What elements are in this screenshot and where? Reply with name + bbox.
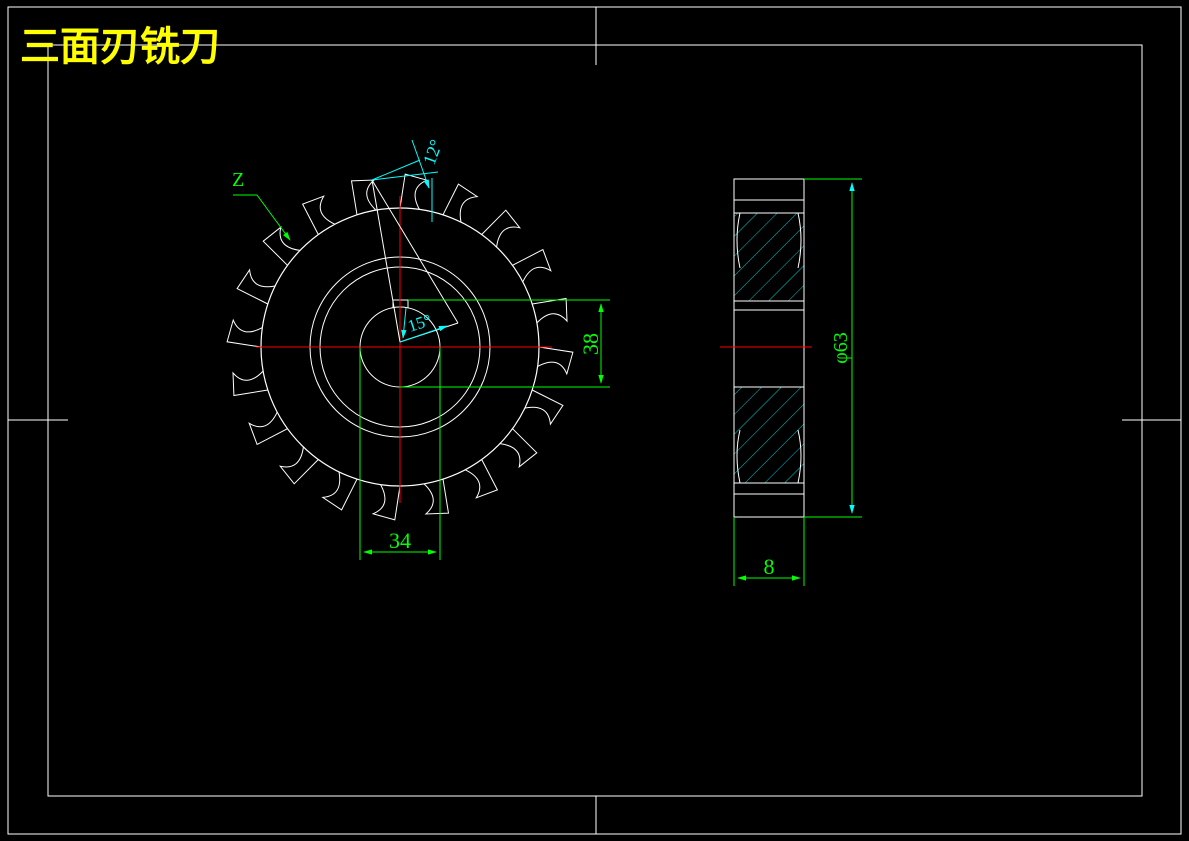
cutter-tooth <box>464 459 499 499</box>
cutter-tooth <box>301 195 336 235</box>
dim-34 <box>359 347 441 560</box>
rake-face-line-left <box>371 179 401 343</box>
cutter-tooth <box>423 479 450 515</box>
front-view: 12° 15° Z 38 34 <box>226 137 610 560</box>
side-groove-2 <box>797 212 802 269</box>
dim-8 <box>733 517 805 586</box>
side-outline <box>733 178 805 518</box>
z-leader-line <box>256 194 291 241</box>
side-view: φ63 8 <box>720 178 862 586</box>
rake-angle-leader <box>371 159 421 181</box>
side-outline-rect <box>733 178 805 518</box>
cutter-tooth <box>236 268 276 305</box>
cutter-tooth <box>524 389 564 426</box>
cutter-tooth <box>532 297 568 324</box>
cutter-tooth <box>350 179 377 215</box>
cutter-tooth <box>499 428 538 469</box>
cutter-tooth <box>442 183 479 223</box>
side-groove-1 <box>736 212 741 269</box>
cutter-tooth <box>226 318 263 348</box>
inner-border <box>47 44 1143 797</box>
section-hatch-upper <box>734 213 804 301</box>
center-angle-arrow <box>399 325 448 343</box>
dim-8-label: 8 <box>764 554 775 579</box>
dim-38 <box>400 299 610 388</box>
sheet-frame <box>7 6 1182 835</box>
cutter-tooth <box>278 446 319 485</box>
cutter-tooth <box>537 346 574 376</box>
side-groove-3 <box>736 429 741 484</box>
rake-angle-arc <box>411 139 430 189</box>
dim-63-label: φ63 <box>830 332 852 364</box>
rake-angle-leader-2 <box>371 171 439 181</box>
z-label: Z <box>232 169 244 191</box>
cutter-teeth <box>226 173 574 521</box>
cutter-tooth <box>232 370 268 397</box>
rake-face-line-right <box>371 179 459 324</box>
cutter-tooth <box>481 209 522 248</box>
dim-34-label: 34 <box>389 528 411 553</box>
cutter-tooth <box>248 411 288 446</box>
drawing-title: 三面刃铣刀 <box>20 24 220 70</box>
center-angle-arrow-2 <box>401 307 407 339</box>
cutter-tooth <box>512 248 552 283</box>
cutter-tooth <box>371 484 401 521</box>
outer-border <box>7 6 1182 835</box>
side-groove-4 <box>797 429 802 484</box>
cutter-tooth <box>399 173 429 210</box>
cutter-tooth <box>262 225 301 266</box>
rake-angle-annotation <box>371 139 439 222</box>
center-angle-annotation <box>399 307 448 343</box>
section-hatch-lower <box>734 387 804 483</box>
dim-38-label: 38 <box>578 333 603 355</box>
dim-63 <box>804 178 862 518</box>
rake-angle-label: 12° <box>419 137 446 168</box>
cutter-tooth <box>321 471 358 511</box>
